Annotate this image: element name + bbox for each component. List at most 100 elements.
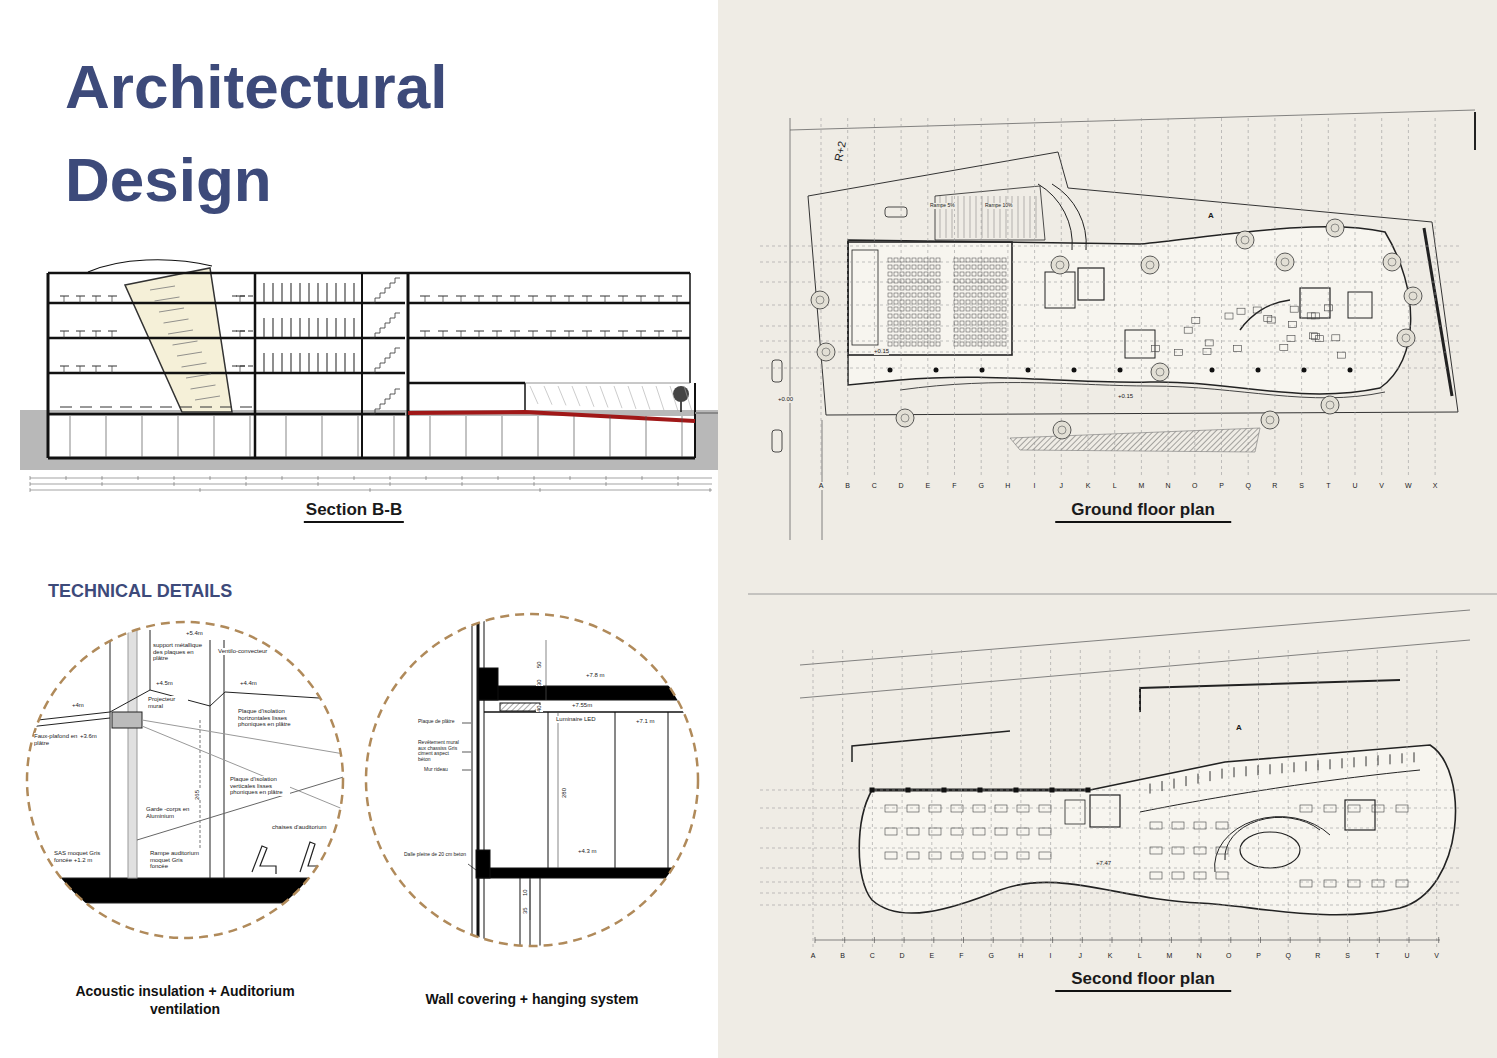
drawing-annotation: R+2	[832, 140, 848, 163]
drawing-line	[353, 318, 354, 337]
drawing-line	[641, 331, 642, 338]
drawing-line	[1110, 650, 1111, 948]
drawing-mark	[972, 314, 976, 318]
drawing-mark	[929, 828, 941, 835]
drawing-line	[108, 331, 117, 332]
drawing-line	[533, 331, 534, 338]
drawing-line	[60, 331, 69, 332]
drawing-mark	[978, 272, 982, 276]
drawing-line	[874, 937, 875, 943]
drawing-mark	[918, 258, 922, 262]
drawing-line	[534, 476, 535, 480]
drawing-mark	[936, 286, 940, 290]
drawing-line	[677, 331, 678, 338]
drawing-line	[108, 296, 117, 297]
drawing-mark	[966, 328, 970, 332]
drawing-mark	[924, 321, 928, 325]
drawing-line	[70, 416, 71, 457]
drawing-line	[30, 488, 31, 492]
drawing-line	[1050, 650, 1051, 948]
drawing-mark	[1396, 880, 1408, 887]
grid-letter: B	[845, 482, 850, 490]
grid-letter: D	[900, 952, 905, 960]
drawing-mark	[907, 805, 919, 812]
drawing-line	[1114, 118, 1115, 478]
drawing-mark	[1017, 852, 1029, 859]
drawing-line	[232, 331, 237, 332]
drawing-mark	[906, 300, 910, 304]
drawing-line	[1328, 118, 1329, 478]
drawing-line	[1414, 752, 1415, 762]
drawing-mark	[978, 258, 982, 262]
drawing-mark	[990, 286, 994, 290]
drawing-line	[961, 650, 962, 948]
drawing-annotation: +3.6m	[80, 733, 97, 740]
detail-circle: Acoustic insulation + Auditorium ventila…	[25, 620, 345, 940]
drawing-mark	[1348, 805, 1360, 812]
drawing-line	[1436, 650, 1437, 948]
drawing-mark	[954, 265, 958, 269]
tree-symbol	[1397, 329, 1415, 347]
drawing-mark	[984, 286, 988, 290]
drawing-line	[430, 416, 431, 457]
drawing-line	[1210, 771, 1211, 781]
drawing-mark	[894, 293, 898, 297]
drawing-line	[462, 476, 463, 480]
drawing-mark	[912, 272, 916, 276]
ground-floor-plan	[772, 110, 1475, 540]
drawing-mark	[930, 279, 934, 283]
drawing-line	[335, 318, 336, 337]
drawing-mark	[936, 272, 940, 276]
drawing-line	[587, 331, 588, 338]
drawing-mark	[960, 258, 964, 262]
detail-outline	[25, 620, 345, 940]
drawing-mark	[912, 258, 916, 262]
drawing-line	[1030, 196, 1031, 238]
drawing-mark	[954, 258, 958, 262]
drawing-mark	[966, 321, 970, 325]
panel-caption: Ground floor plan	[1055, 501, 1231, 523]
drawing-line	[760, 341, 1460, 342]
drawing-mark	[990, 279, 994, 283]
drawing-mark	[954, 286, 958, 290]
drawing-line	[390, 476, 391, 480]
drawing-line	[1162, 781, 1163, 791]
drawing-mark	[996, 272, 1000, 276]
grid-letter: G	[988, 952, 993, 960]
tree-symbol	[1151, 363, 1169, 381]
drawing-line	[272, 353, 273, 372]
drawing-line	[479, 331, 480, 338]
drawing-line	[1366, 756, 1367, 766]
drawing-line	[30, 478, 712, 479]
drawing-line	[1139, 650, 1140, 948]
drawing-mark	[906, 265, 910, 269]
drawing-line	[394, 416, 395, 457]
drawing-mark	[1289, 321, 1297, 327]
drawing-mark	[954, 293, 958, 297]
drawing-mark	[912, 321, 916, 325]
drawing-mark	[972, 328, 976, 332]
drawing-mark	[954, 314, 958, 318]
drawing-mark	[1311, 313, 1319, 319]
grid-letter: K	[1108, 952, 1113, 960]
drawing-line	[353, 283, 354, 302]
tree-symbol	[1056, 261, 1064, 269]
drawing-line	[1112, 937, 1113, 943]
drawing-mark	[954, 328, 958, 332]
drawing-line	[646, 416, 647, 457]
drawing-line	[326, 353, 327, 372]
drawing-line	[370, 488, 371, 492]
drawing-mark	[966, 335, 970, 339]
drawing-mark	[978, 328, 982, 332]
drawing-mark	[960, 307, 964, 311]
drawing-line	[240, 296, 241, 303]
drawing-mark	[924, 272, 928, 276]
drawing-line	[515, 331, 516, 338]
drawing-mark	[918, 279, 922, 283]
drawing-mark	[906, 321, 910, 325]
drawing-mark	[894, 258, 898, 262]
drawing-line	[933, 937, 934, 943]
drawing-line	[1301, 118, 1302, 478]
drawing-mark	[936, 328, 940, 332]
drawing-line	[64, 366, 65, 373]
